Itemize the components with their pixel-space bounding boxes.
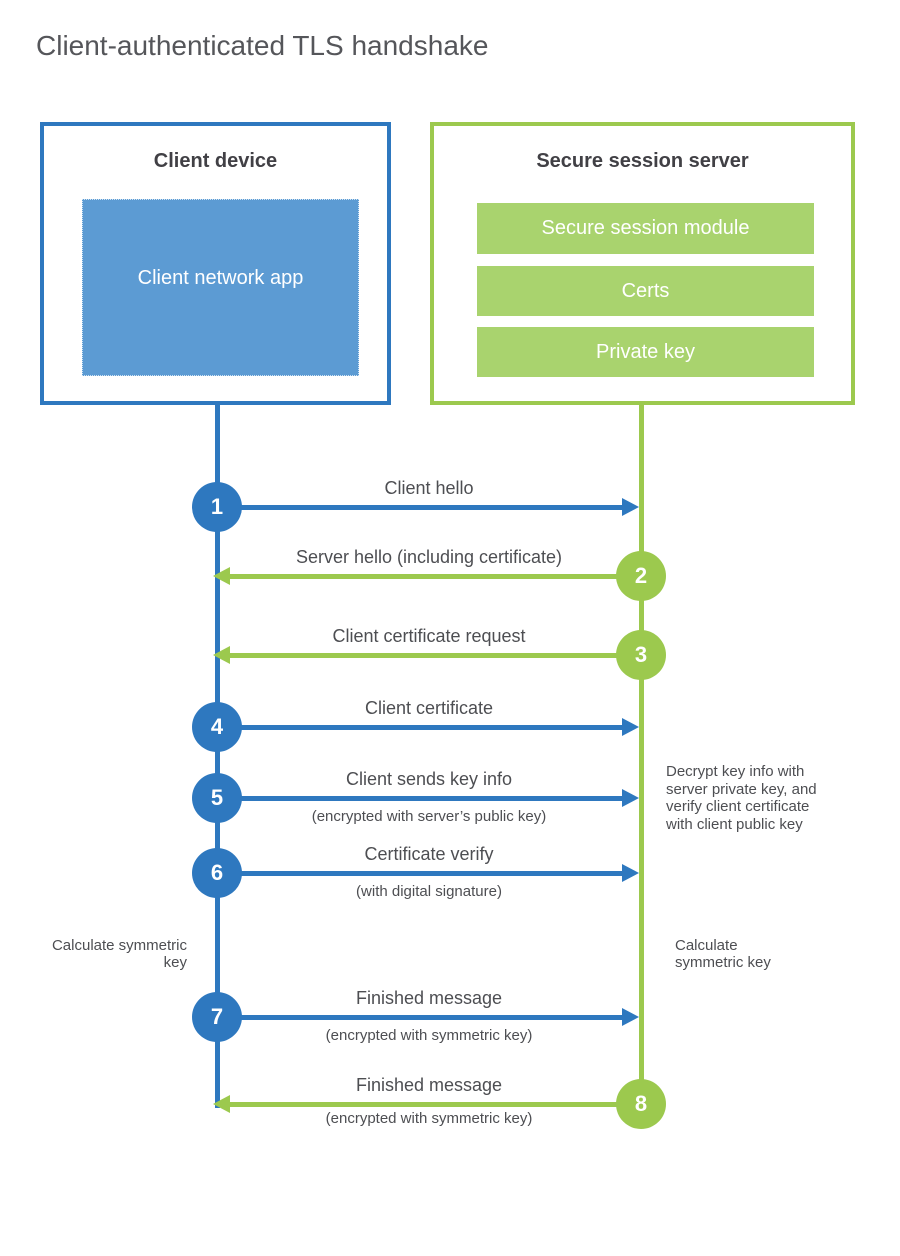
message-label-8: Finished message xyxy=(355,1075,503,1095)
message-label-1: Client hello xyxy=(384,478,474,498)
step-number: 3 xyxy=(634,642,648,667)
message-sublabel-7: (encrypted with symmetric key) xyxy=(325,1027,533,1044)
message-label-4: Client certificate xyxy=(364,698,494,718)
client-device-heading: Client device xyxy=(153,150,278,172)
calculate-symmetric-key-right: Calculate symmetric key xyxy=(675,937,771,971)
client-network-app-box: Client network app xyxy=(82,199,359,376)
step-number: 2 xyxy=(634,563,648,588)
message-label-5: Client sends key info xyxy=(345,769,513,789)
message-label-6: Certificate verify xyxy=(364,844,494,864)
client-device-box: Client device Client network app xyxy=(40,122,391,405)
arrowhead-right-icon xyxy=(622,864,639,882)
arrowhead-right-icon xyxy=(622,1008,639,1026)
calculate-symmetric-key-left: Calculate symmetric key xyxy=(51,937,187,971)
message-arrow-3 xyxy=(230,653,641,658)
message-sublabel-8: (encrypted with symmetric key) xyxy=(325,1110,533,1127)
arrowhead-right-icon xyxy=(622,718,639,736)
step-circle-7: 7 xyxy=(192,992,242,1042)
step-number: 7 xyxy=(210,1004,224,1029)
message-arrow-1 xyxy=(217,505,622,510)
step-circle-1: 1 xyxy=(192,482,242,532)
decrypt-key-note: Decrypt key info with server private key… xyxy=(666,763,817,833)
message-label-2: Server hello (including certificate) xyxy=(295,547,563,567)
client-lifeline xyxy=(215,403,220,1108)
message-arrow-7 xyxy=(217,1015,622,1020)
message-arrow-6 xyxy=(217,871,622,876)
arrowhead-left-icon xyxy=(213,1095,230,1113)
step-circle-5: 5 xyxy=(192,773,242,823)
server-module-certs: Certs xyxy=(477,266,814,316)
message-sublabel-5: (encrypted with server’s public key) xyxy=(311,808,547,825)
arrowhead-left-icon xyxy=(213,646,230,664)
message-label-3: Client certificate request xyxy=(332,626,526,646)
server-module-private-key: Private key xyxy=(477,327,814,377)
server-lifeline xyxy=(639,403,644,1106)
step-number: 1 xyxy=(210,494,224,519)
step-circle-3: 3 xyxy=(616,630,666,680)
message-arrow-5 xyxy=(217,796,622,801)
step-circle-2: 2 xyxy=(616,551,666,601)
arrowhead-left-icon xyxy=(213,567,230,585)
step-number: 8 xyxy=(634,1091,648,1116)
server-module-secure-session: Secure session module xyxy=(477,203,814,254)
step-circle-4: 4 xyxy=(192,702,242,752)
step-number: 6 xyxy=(210,860,224,885)
message-arrow-2 xyxy=(230,574,641,579)
step-number: 4 xyxy=(210,714,224,739)
step-circle-8: 8 xyxy=(616,1079,666,1129)
message-label-7: Finished message xyxy=(355,988,503,1008)
page-title: Client-authenticated TLS handshake xyxy=(36,30,489,61)
message-arrow-4 xyxy=(217,725,622,730)
step-number: 5 xyxy=(210,785,224,810)
step-circle-6: 6 xyxy=(192,848,242,898)
arrowhead-right-icon xyxy=(622,498,639,516)
server-box: Secure session server Secure session mod… xyxy=(430,122,855,405)
client-network-app-label: Client network app xyxy=(137,267,304,289)
message-arrow-8 xyxy=(230,1102,641,1107)
message-sublabel-6: (with digital signature) xyxy=(356,883,502,900)
server-heading: Secure session server xyxy=(536,150,749,172)
arrowhead-right-icon xyxy=(622,789,639,807)
